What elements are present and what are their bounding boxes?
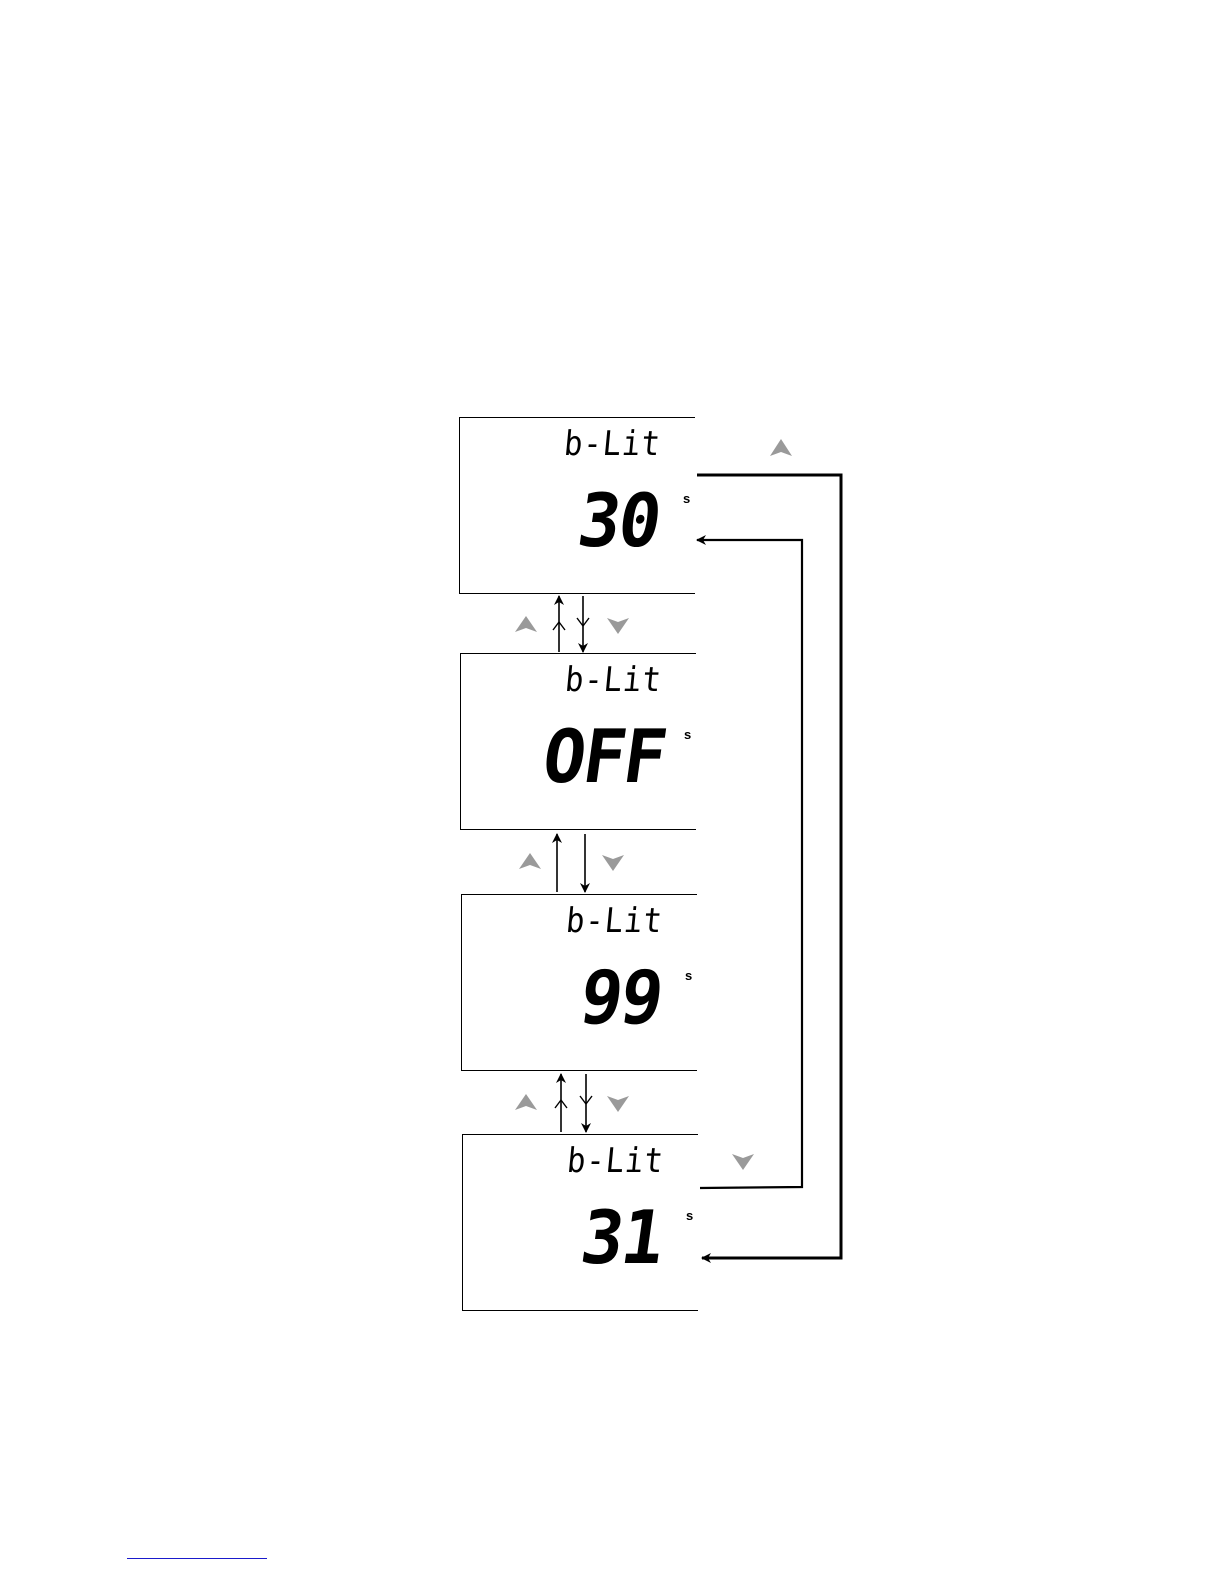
transition-2-3: [519, 834, 624, 892]
up-arrow-key-icon: [770, 439, 792, 456]
inner-loop-line: [697, 540, 802, 1188]
down-arrow-key-icon: [607, 1096, 629, 1112]
down-arrow-key-icon: [732, 1154, 754, 1170]
down-arrow-key-icon: [602, 855, 624, 871]
down-arrow-key-icon: [607, 618, 629, 634]
up-arrow-key-icon: [519, 853, 541, 869]
outer-loop-line: [697, 475, 841, 1258]
loop-up-30-to-31: [697, 439, 841, 1258]
transition-3-4: [515, 1074, 629, 1132]
up-arrow-key-icon: [515, 616, 537, 632]
up-arrow-key-icon: [515, 1094, 537, 1110]
transition-1-2: [515, 596, 629, 652]
loop-down-31-to-30: [697, 540, 802, 1188]
footnote-rule: [127, 1558, 267, 1559]
